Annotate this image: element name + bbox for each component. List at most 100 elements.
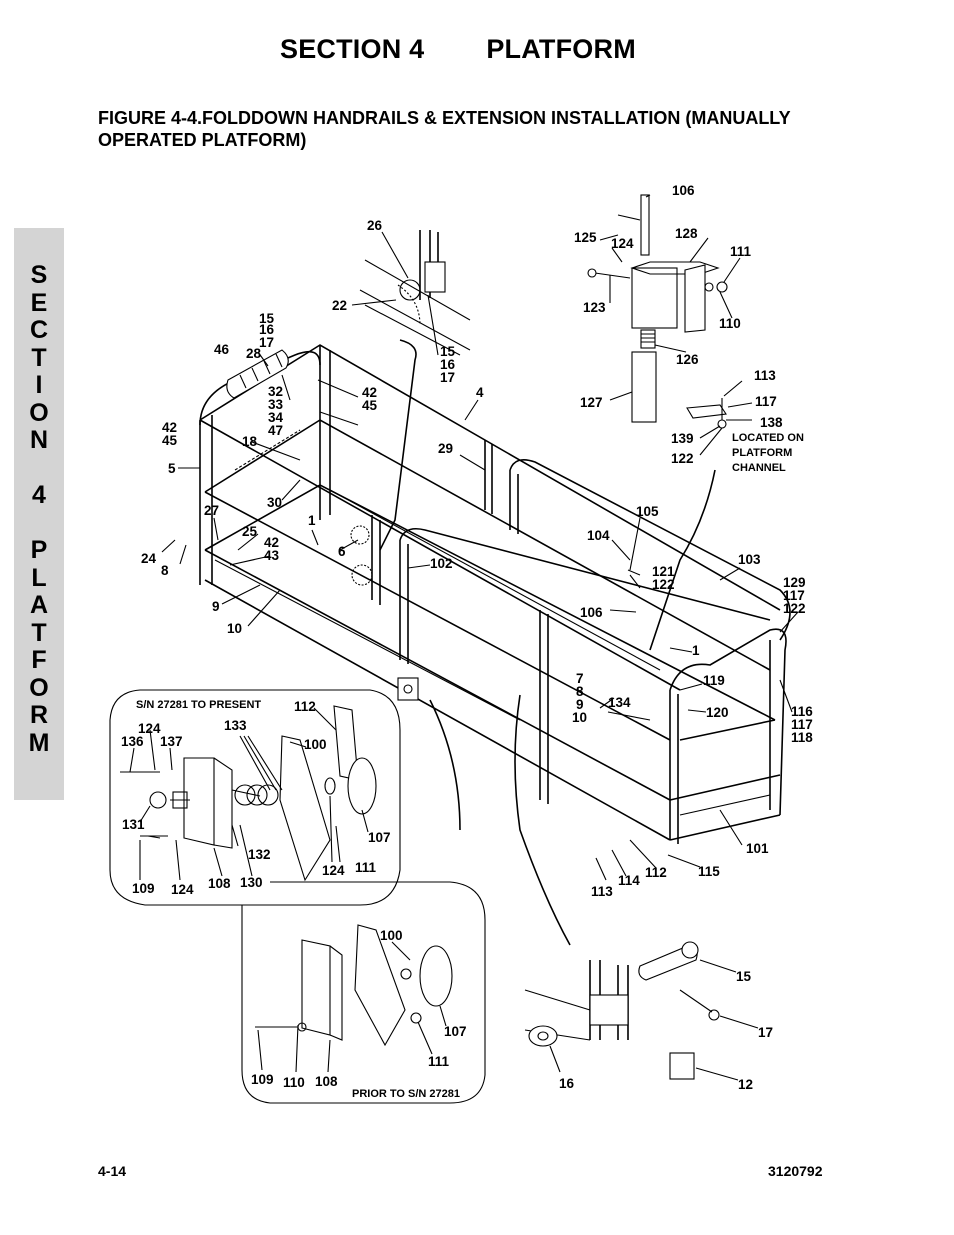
note-sn-prior: PRIOR TO S/N 27281 — [352, 1088, 460, 1100]
callout: 126 — [676, 352, 699, 367]
side-tab-letter: I — [35, 371, 43, 399]
callout: 45 — [162, 433, 178, 448]
callout: 15 — [440, 344, 456, 359]
callout: 42 — [362, 385, 377, 400]
document-number: 3120792 — [768, 1163, 823, 1179]
callout: 132 — [248, 847, 271, 862]
callout: 4 — [476, 385, 484, 400]
callout: 111 — [355, 860, 377, 875]
callout: 42 — [162, 420, 177, 435]
callout: 10 — [227, 621, 242, 636]
callout: 45 — [362, 398, 378, 413]
callout: 16 — [440, 357, 456, 372]
callout: 114 — [618, 873, 640, 888]
callout: 123 — [583, 300, 606, 315]
side-tab-letter: R — [29, 701, 49, 729]
callout: 28 — [246, 346, 262, 361]
callout: 30 — [267, 495, 282, 510]
callout: 139 — [671, 431, 694, 446]
detail-inset-present — [109, 689, 401, 906]
side-tab-letter: O — [29, 398, 49, 427]
callout: 113 — [591, 884, 613, 899]
callout: 18 — [242, 434, 258, 449]
callout: 103 — [738, 552, 761, 567]
side-tab-letter: E — [30, 288, 48, 317]
detail-inset-prior — [241, 881, 486, 1104]
side-tab-letter: O — [29, 673, 49, 702]
note-sn-present: S/N 27281 TO PRESENT — [136, 699, 261, 711]
callout: 32 — [268, 384, 283, 399]
note-located: CHANNEL — [732, 462, 786, 474]
callout: 110 — [719, 316, 741, 331]
callout: 43 — [264, 548, 280, 563]
callout: 119 — [703, 673, 725, 688]
side-tab-letter: N — [29, 426, 49, 454]
callout: 17 — [758, 1025, 773, 1040]
callout: 105 — [636, 504, 659, 519]
callout: 100 — [380, 928, 403, 943]
callout: 15 — [259, 311, 275, 326]
callout: 113 — [754, 368, 776, 383]
callout: 33 — [268, 397, 284, 412]
side-tab-letter: T — [31, 343, 47, 372]
callout: 124 — [138, 721, 161, 736]
callout: 134 — [608, 695, 631, 710]
callout: 125 — [574, 230, 597, 245]
side-tab-letter: S — [30, 261, 48, 289]
callout: 10 — [572, 710, 587, 725]
callout: 107 — [444, 1024, 467, 1039]
callout: 106 — [580, 605, 603, 620]
callout: 121 — [652, 564, 675, 579]
callout-labels: 106 125 124 128 111 123 110 126 127 113 … — [121, 183, 813, 1100]
leader-lines — [129, 194, 799, 1081]
callout: 101 — [746, 841, 769, 856]
callout: 109 — [132, 881, 155, 896]
callout: 117 — [755, 394, 777, 409]
callout: 15 — [736, 969, 752, 984]
callout: 104 — [587, 528, 610, 543]
callout: 127 — [580, 395, 603, 410]
callout: 112 — [645, 865, 667, 880]
callout: 46 — [214, 342, 230, 357]
figure-title: FIGURE 4-4.FOLDDOWN HANDRAILS & EXTENSIO… — [98, 108, 791, 150]
callout: 137 — [160, 734, 183, 749]
callout: 6 — [338, 544, 346, 559]
pin-detail — [429, 694, 720, 1080]
callout: 110 — [283, 1075, 305, 1090]
callout: 108 — [315, 1074, 338, 1089]
latch-assembly — [587, 194, 728, 651]
callout: 9 — [576, 697, 584, 712]
side-tab-letter: T — [31, 618, 47, 647]
callout: 124 — [171, 882, 194, 897]
callout: 107 — [368, 830, 391, 845]
section-title: PLATFORM — [486, 34, 636, 64]
callout: 118 — [791, 730, 813, 745]
callout: 17 — [259, 335, 274, 350]
side-tab-letter: L — [31, 563, 47, 592]
callout: 115 — [698, 864, 720, 879]
callout: 17 — [440, 370, 455, 385]
callout: 7 — [576, 671, 584, 686]
side-tab-letter: 4 — [32, 481, 46, 509]
page-number: 4-14 — [98, 1163, 127, 1179]
callout: 1 — [308, 513, 316, 528]
callout: 122 — [783, 601, 806, 616]
callout: 12 — [738, 1077, 753, 1092]
callout: 111 — [730, 244, 752, 259]
callout: 25 — [242, 524, 258, 539]
callout: 47 — [268, 423, 283, 438]
pivot-inset — [359, 230, 471, 551]
callout: 106 — [672, 183, 695, 198]
side-tab-letter: A — [29, 591, 49, 619]
callout: 136 — [121, 734, 144, 749]
callout: 1 — [692, 643, 700, 658]
callout: 108 — [208, 876, 231, 891]
callout: 16 — [259, 322, 275, 337]
callout: 130 — [240, 875, 263, 890]
callout: 34 — [268, 410, 284, 425]
callout: 117 — [783, 588, 805, 603]
callout: 111 — [428, 1054, 450, 1069]
